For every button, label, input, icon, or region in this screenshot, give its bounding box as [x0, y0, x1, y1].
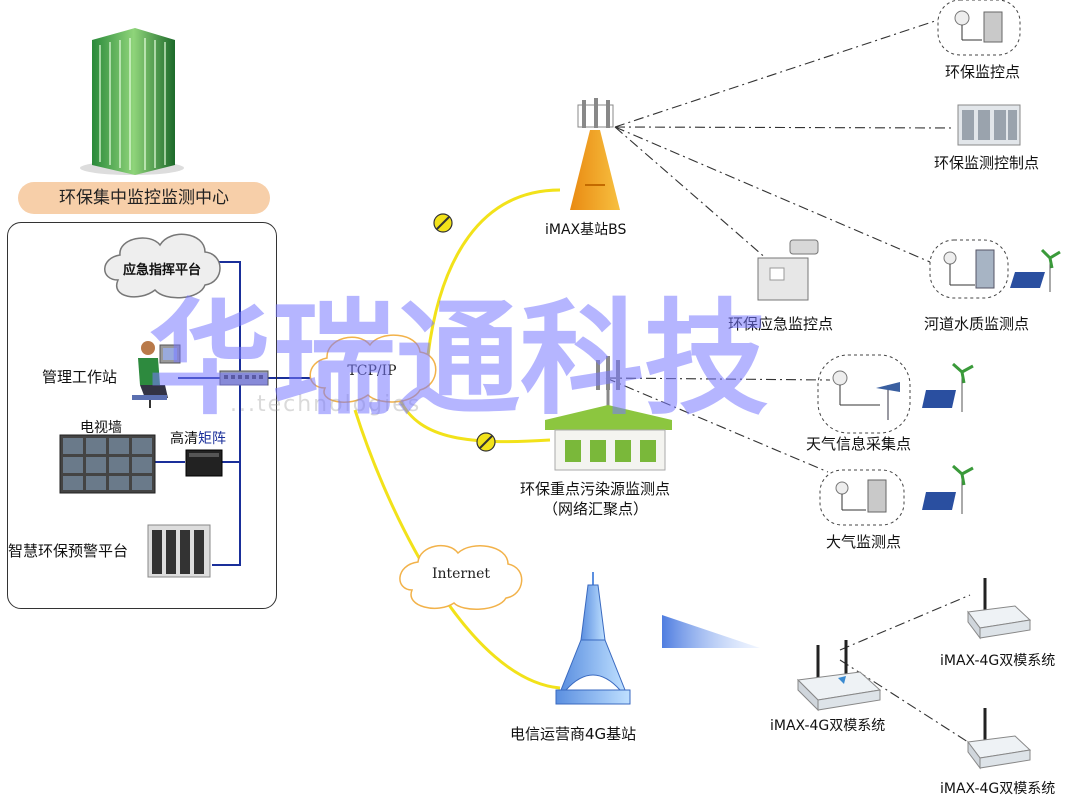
switch-icon: [219, 370, 269, 386]
emergency-platform-label: 应急指挥平台: [123, 263, 202, 278]
internet-cloud-icon: [399, 544, 523, 610]
wireless-links: [605, 19, 971, 743]
cloud-icon: [104, 233, 221, 299]
hd-matrix-label-prefix: 高清: [170, 431, 198, 447]
router-icon-center: [796, 640, 882, 712]
center-title: 环保集中监控监测中心: [18, 182, 270, 214]
river-water-label: 河道水质监测点: [924, 315, 1030, 333]
pollution-station-icon: [545, 356, 672, 471]
bs-tower-icon: [570, 98, 620, 210]
server-rack-icon: [147, 524, 211, 578]
workstation-icon: [132, 341, 181, 408]
watermark-subtext: ...technologies: [230, 392, 422, 417]
atmosphere-label: 大气监测点: [826, 533, 902, 551]
router-icon-bottom: [967, 708, 1032, 770]
dual-mode-top-label: iMAX-4G双模系统: [940, 653, 1056, 669]
workstation-label: 管理工作站: [42, 368, 118, 386]
env-monitor-control-label: 环保监测控制点: [934, 154, 1040, 172]
dual-mode-center-label: iMAX-4G双模系统: [770, 718, 886, 734]
telecom-tower-icon: [555, 572, 631, 705]
emergency-monitor-label: 环保应急监控点: [728, 315, 834, 333]
solar-wind-icon-3: [922, 464, 974, 514]
bs-label: iMAX基站BS: [545, 222, 627, 238]
key-pollution-label: 环保重点污染源监测点: [520, 480, 671, 498]
video-wall-icon: [59, 434, 156, 494]
key-pollution-sublabel: （网络汇聚点）: [543, 500, 649, 518]
solar-wind-icon-2: [922, 362, 974, 412]
control-cabinet-icon: [957, 104, 1021, 146]
hd-matrix-label: 高清矩阵: [170, 428, 226, 448]
env-monitor-device-icon: [937, 0, 1021, 56]
fiber-links: [353, 188, 561, 690]
hd-matrix-label-suffix: 矩阵: [198, 431, 226, 447]
tcpip-label: TCP/IP: [347, 363, 396, 379]
warning-platform-label: 智慧环保预警平台: [8, 542, 129, 560]
video-wall-label: 电视墙: [80, 420, 122, 436]
solar-wind-icon: [1010, 248, 1061, 292]
tcpip-cloud-icon: [309, 334, 437, 403]
telecom-label: 电信运营商4G基站: [510, 725, 637, 743]
water-monitor-icon: [929, 239, 1009, 299]
emergency-camera-icon: [757, 239, 819, 301]
fiber-badge-icons: [433, 213, 496, 452]
matrix-icon: [185, 449, 223, 477]
dual-mode-bottom-label: iMAX-4G双模系统: [940, 781, 1056, 797]
env-monitor-point-label: 环保监控点: [945, 63, 1021, 81]
router-icon-top: [967, 578, 1032, 640]
weather-label: 天气信息采集点: [806, 435, 912, 453]
weather-station-icon: [817, 354, 911, 434]
center-frame: [7, 222, 277, 609]
building-icon: [80, 28, 184, 175]
air-monitor-icon: [819, 469, 905, 526]
internet-label: Internet: [432, 566, 490, 582]
signal-beam-icon: [662, 615, 760, 648]
